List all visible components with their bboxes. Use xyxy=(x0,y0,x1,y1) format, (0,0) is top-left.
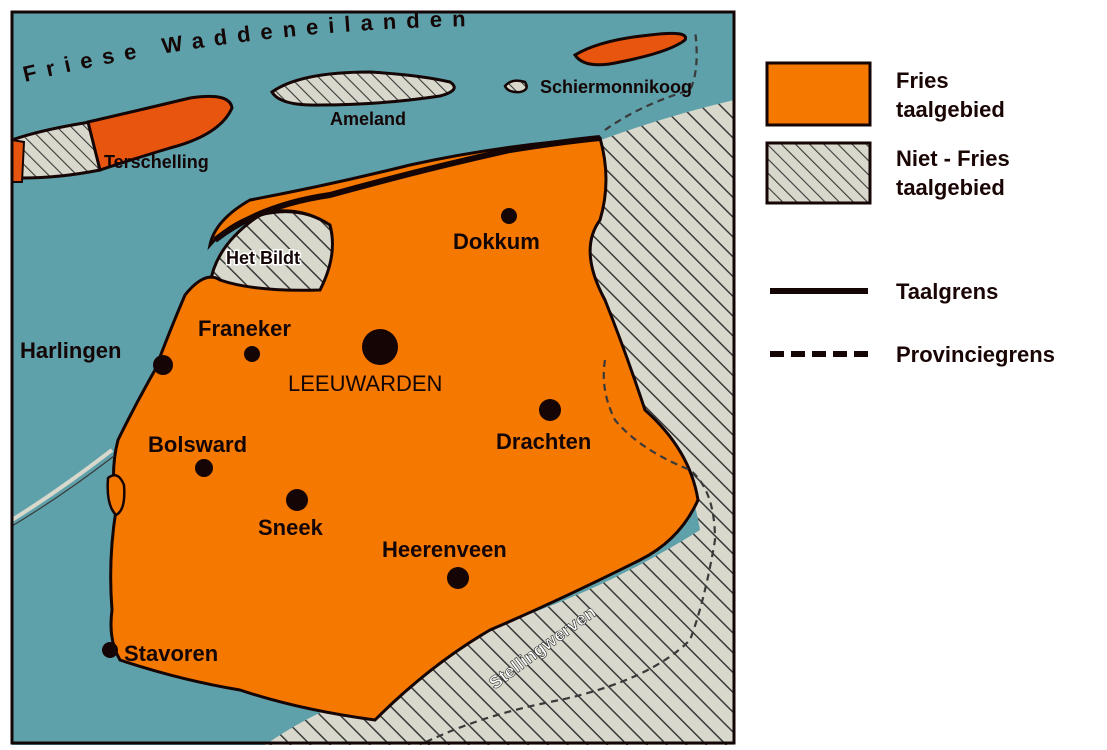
afsluitdijk-edge xyxy=(11,455,115,527)
legend-province-border-label: Provinciegrens xyxy=(896,342,1055,367)
dokkum-label: Dokkum xyxy=(453,229,540,254)
legend: Fries taalgebied Niet - Fries taalgebied… xyxy=(765,61,1055,367)
afsluitdijk xyxy=(10,448,114,522)
harlingen-label: Harlingen xyxy=(20,338,121,363)
north-coast-border xyxy=(213,135,601,243)
heerenveen-label: Heerenveen xyxy=(382,537,507,562)
legend-non-frisian-line1: Niet - Fries xyxy=(896,146,1010,171)
leeuwarden-label: LEEUWARDEN xyxy=(288,371,442,396)
schiermonnikoog-frisian xyxy=(572,31,688,67)
sneek-dot xyxy=(286,489,308,511)
schiermonnikoog-label: Schiermonnikoog xyxy=(540,77,692,97)
map-frame xyxy=(10,10,736,745)
legend-language-border-label: Taalgrens xyxy=(896,279,998,304)
legend-frisian-line2: taalgebied xyxy=(896,97,1005,122)
legend-swatch-frisian xyxy=(765,61,872,127)
ameland xyxy=(270,70,456,107)
frisian-mainland xyxy=(109,136,700,722)
terschelling-frisian xyxy=(86,94,234,172)
sneek-label: Sneek xyxy=(258,515,324,540)
province-border-east xyxy=(419,359,717,746)
bolsward-dot xyxy=(195,459,213,477)
drachten-label: Drachten xyxy=(496,429,591,454)
het-bildt-label: Het Bildt xyxy=(226,248,300,268)
harlingen-dot xyxy=(153,355,173,375)
bolsward-label: Bolsward xyxy=(148,432,247,457)
franeker-dot xyxy=(244,346,260,362)
non-frisian-mainland xyxy=(265,100,734,745)
stavoren-label: Stavoren xyxy=(124,641,218,666)
dokkum-dot xyxy=(501,208,517,224)
franeker-label: Franeker xyxy=(198,316,291,341)
schiermonnikoog-small xyxy=(503,79,528,94)
small-island xyxy=(106,473,126,517)
legend-non-frisian-line2: taalgebied xyxy=(896,175,1005,200)
legend-frisian-line1: Fries xyxy=(896,68,949,93)
terschelling-label: Terschelling xyxy=(104,152,209,172)
ameland-label: Ameland xyxy=(330,109,406,129)
heerenveen-dot xyxy=(447,567,469,589)
legend-swatch-non-frisian xyxy=(765,141,872,205)
drachten-dot xyxy=(539,399,561,421)
stavoren-dot xyxy=(102,642,118,658)
leeuwarden-dot xyxy=(362,329,398,365)
terschelling-tip xyxy=(11,138,26,183)
